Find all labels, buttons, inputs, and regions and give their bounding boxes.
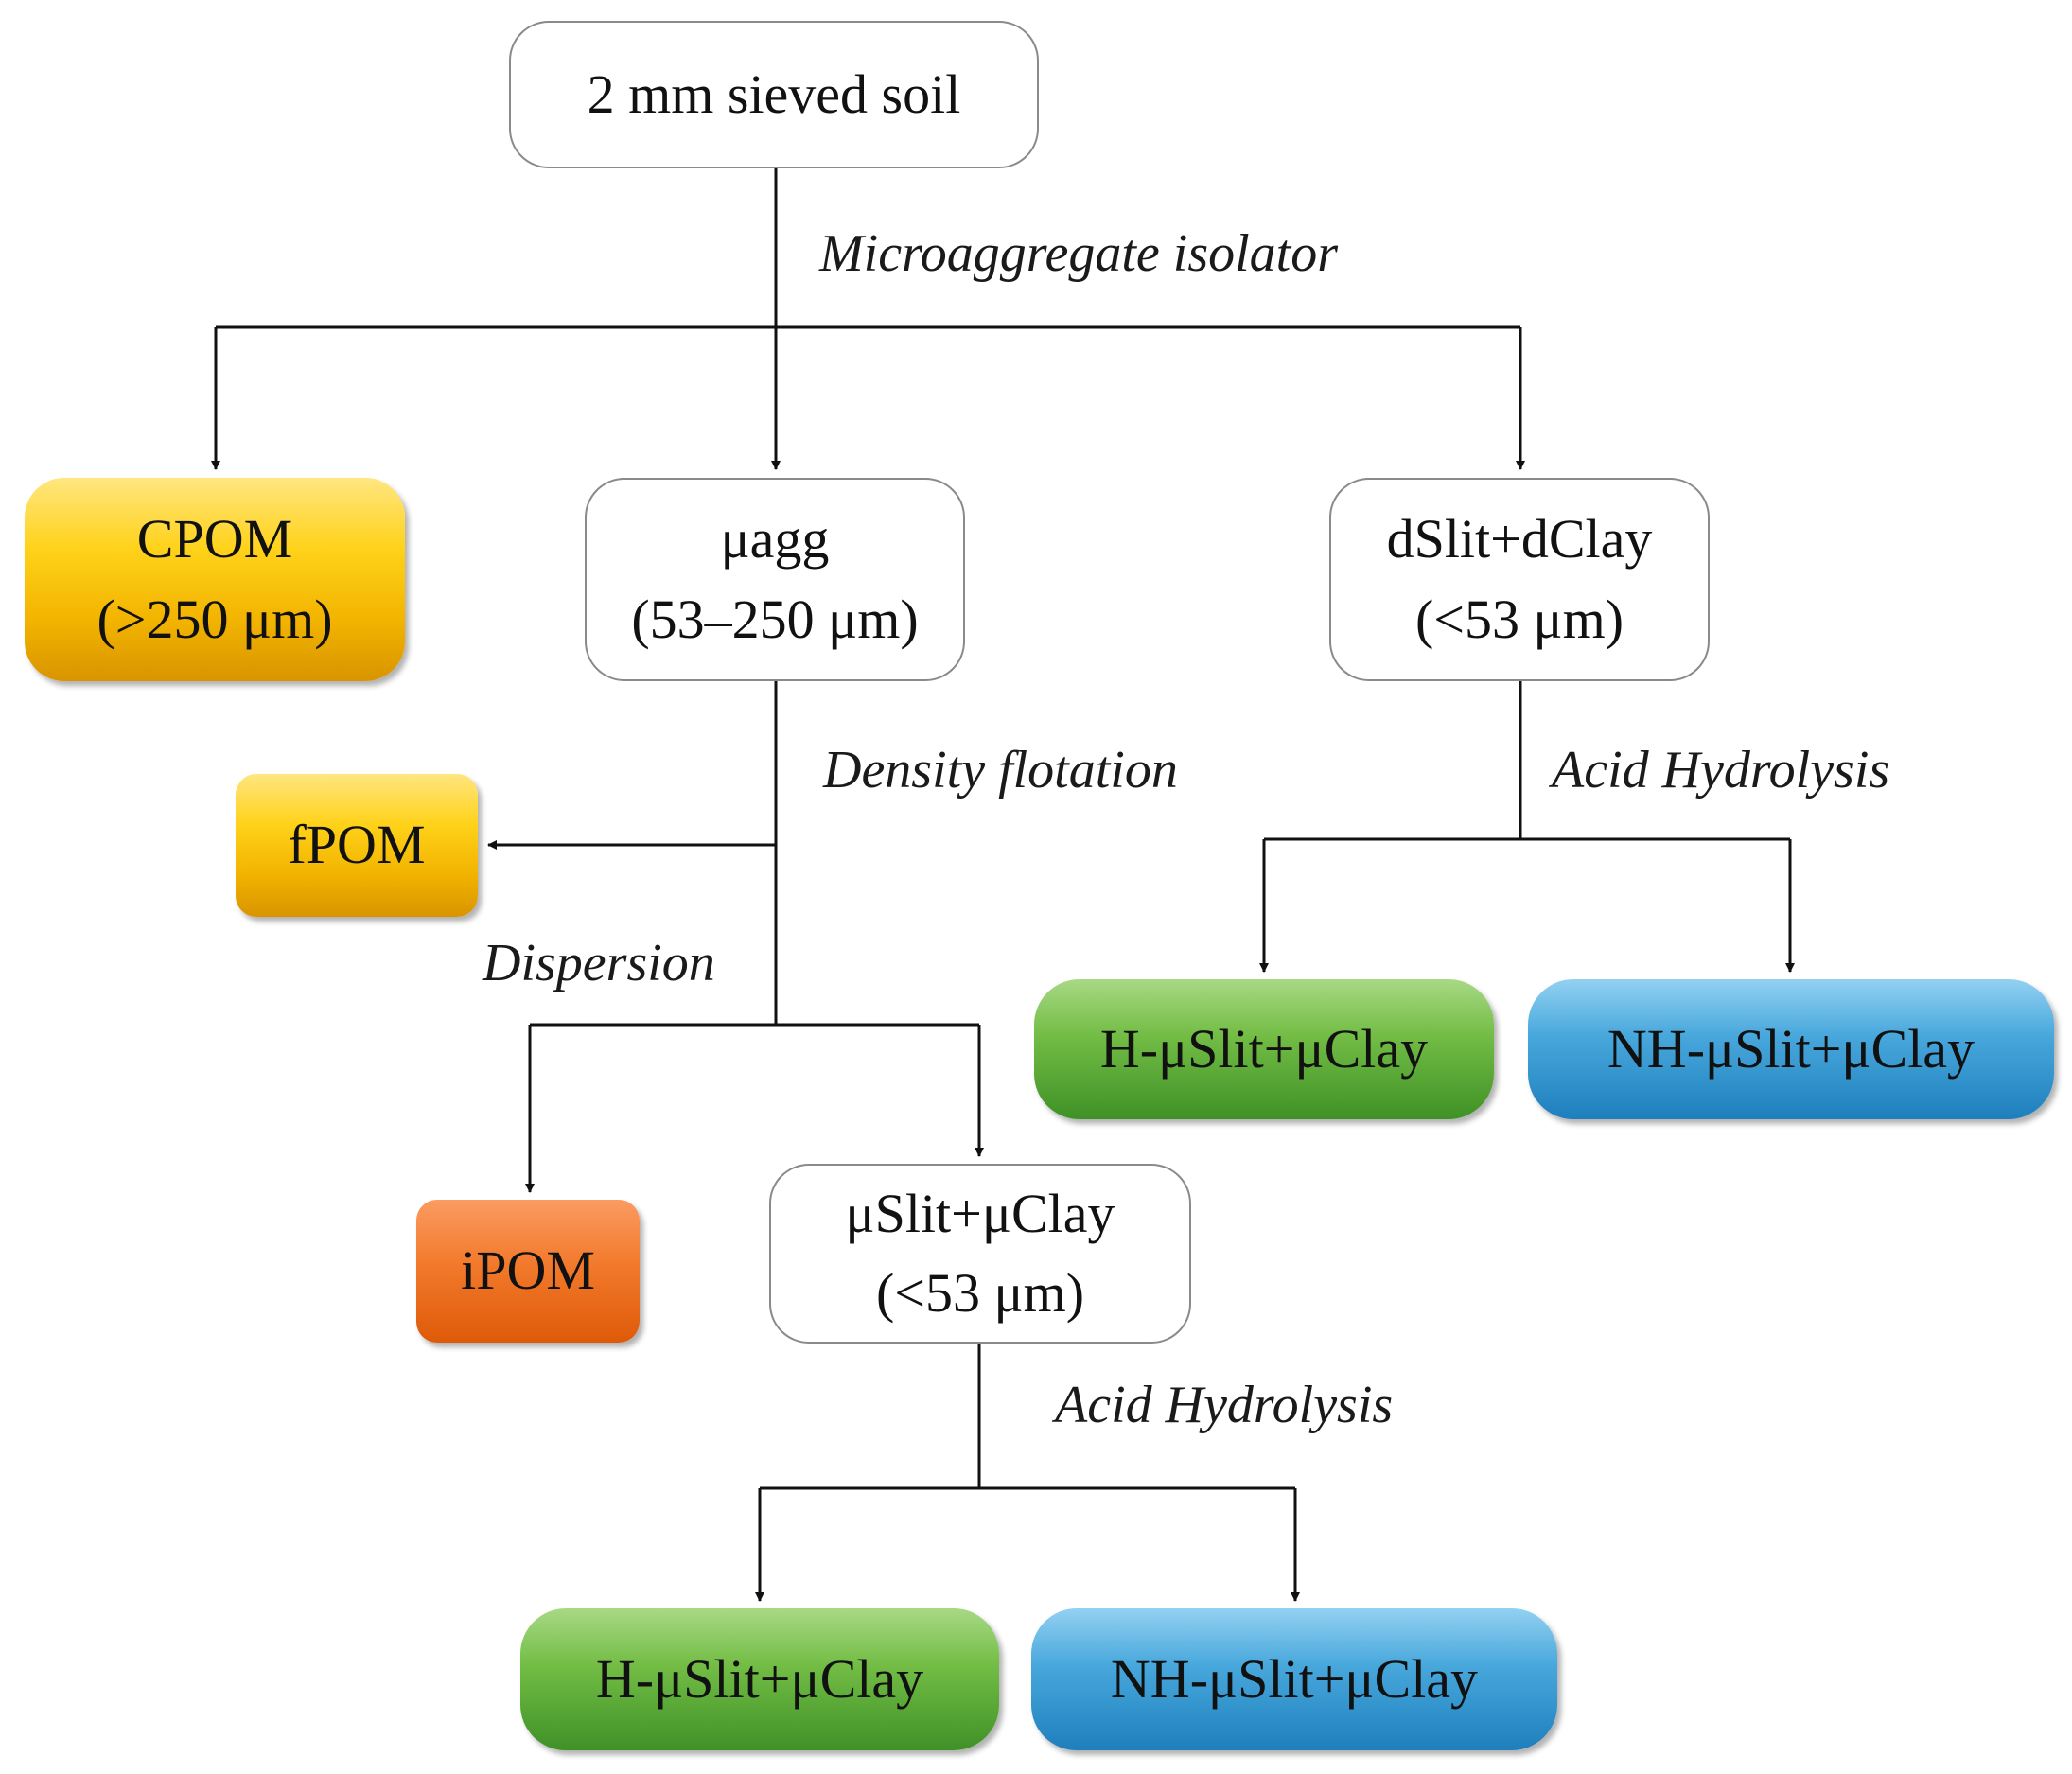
node-nh-usilt-uclay-right: NH-μSlit+μClay (1528, 979, 2054, 1119)
node-ipom-label: iPOM (461, 1239, 595, 1302)
node-fpom: fPOM (236, 774, 478, 917)
node-h-usilt-uclay-right: H-μSlit+μClay (1034, 979, 1494, 1119)
node-cpom: CPOM (>250 μm) (25, 478, 405, 681)
node-h-bottom-label: H-μSlit+μClay (595, 1647, 924, 1710)
node-h-usilt-uclay-bottom: H-μSlit+μClay (520, 1608, 999, 1750)
node-uagg: μagg (53–250 μm) (585, 478, 965, 681)
step-dispersion: Dispersion (483, 934, 715, 992)
step-microaggregate-isolator: Microaggregate isolator (819, 224, 1339, 283)
node-usilt-uclay: μSlit+μClay (<53 μm) (769, 1164, 1191, 1344)
node-usilt-uclay-size: (<53 μm) (875, 1262, 1085, 1324)
node-fpom-label: fPOM (288, 814, 426, 876)
node-usilt-uclay-label: μSlit+μClay (845, 1182, 1115, 1244)
node-dsilt-dclay-label: dSlit+dClay (1386, 508, 1653, 571)
node-cpom-size: (>250 μm) (97, 588, 333, 650)
node-h-right-label: H-μSlit+μClay (1099, 1017, 1429, 1080)
node-cpom-label: CPOM (136, 508, 293, 571)
node-sieved-soil-label: 2 mm sieved soil (587, 62, 961, 125)
node-ipom: iPOM (416, 1200, 640, 1343)
node-sieved-soil: 2 mm sieved soil (509, 21, 1039, 168)
node-uagg-size: (53–250 μm) (631, 588, 919, 650)
node-uagg-label: μagg (720, 508, 830, 571)
node-nh-bottom-label: NH-μSlit+μClay (1110, 1647, 1479, 1710)
step-acid-hydrolysis-right: Acid Hydrolysis (1552, 741, 1890, 799)
node-nh-usilt-uclay-bottom: NH-μSlit+μClay (1031, 1608, 1557, 1750)
node-dsilt-dclay-size: (<53 μm) (1414, 588, 1624, 650)
step-acid-hydrolysis-bottom: Acid Hydrolysis (1055, 1376, 1394, 1434)
node-nh-right-label: NH-μSlit+μClay (1607, 1017, 1975, 1080)
node-dsilt-dclay: dSlit+dClay (<53 μm) (1329, 478, 1710, 681)
step-density-flotation: Density flotation (823, 741, 1178, 799)
